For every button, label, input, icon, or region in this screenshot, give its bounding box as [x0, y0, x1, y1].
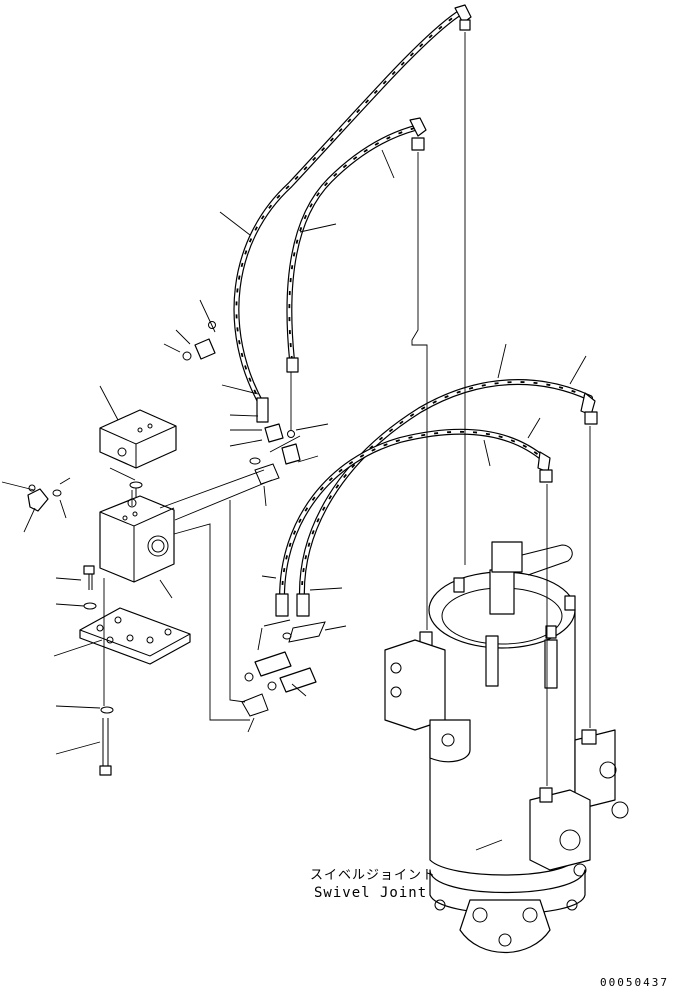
mounting-bracket — [79, 607, 191, 665]
elbow-fitting-left — [27, 484, 62, 512]
elbow-fitting-lower — [241, 621, 326, 717]
hose-upper-short — [286, 125, 418, 363]
drawing-code: 00050437 — [600, 976, 669, 988]
hose-lower-short — [279, 428, 548, 601]
hose-end-fittings — [256, 4, 598, 617]
hose-upper-long — [233, 11, 461, 408]
hose-lower-long — [298, 379, 593, 601]
washer-upper — [83, 602, 97, 610]
manifold-block — [99, 409, 177, 469]
swivel-joint-label-en: Swivel Joint — [314, 885, 427, 901]
leader-lines — [1, 32, 591, 851]
swivel-joint-assembly — [384, 541, 629, 954]
valve-block — [99, 481, 175, 583]
elbow-fitting-center — [249, 423, 301, 485]
bolt-long — [99, 718, 112, 776]
swivel-joint-label-jp: スイベルジョイント — [310, 868, 436, 883]
washer-lower — [100, 706, 114, 714]
bolt-short — [83, 565, 95, 590]
elbow-fitting-upper — [182, 321, 216, 361]
